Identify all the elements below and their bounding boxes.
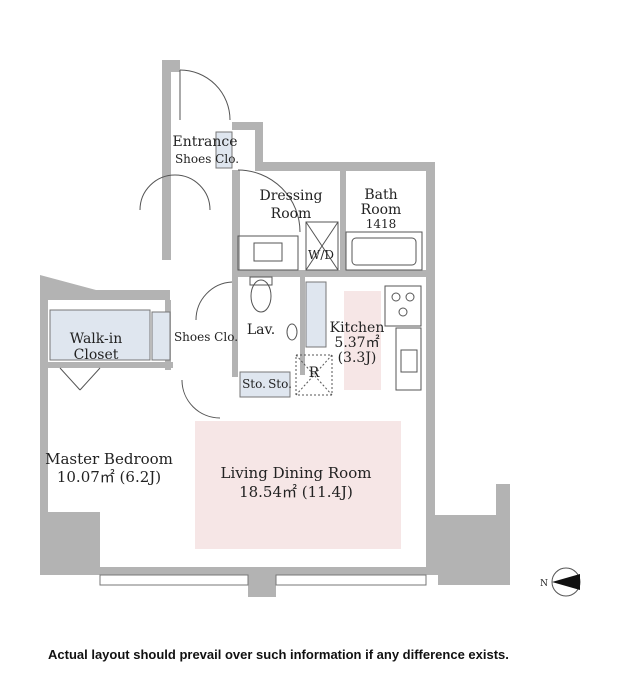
label-hall-shoes-closet: Shoes Clo. — [174, 330, 238, 344]
bedroom-window — [99, 574, 249, 586]
fridge-diag-2 — [295, 354, 333, 396]
ldk-door-swing — [181, 379, 221, 419]
entrance-door-swing — [179, 69, 231, 121]
label-kitchen-jo: (3.3J) — [338, 350, 377, 366]
burner-2 — [405, 292, 415, 302]
ldk-window — [275, 574, 427, 586]
bathtub — [345, 231, 423, 271]
burner-3 — [398, 307, 408, 317]
label-ldk-area: 18.54㎡ (11.4J) — [239, 483, 353, 501]
floor-plan: Entrance Shoes Clo. Dressing Room Bath R… — [40, 60, 581, 597]
toilet — [250, 279, 272, 313]
cooktop — [384, 285, 422, 327]
compass-needle-icon — [552, 574, 580, 590]
kitchen-sink — [400, 349, 418, 373]
compass-north-label: N — [540, 579, 548, 589]
dressing-door-swing — [237, 169, 301, 233]
wall-dressing-bath — [340, 170, 346, 275]
compass: N — [540, 567, 581, 597]
label-storage-1: Sto. — [242, 377, 266, 391]
walls — [40, 60, 510, 597]
wall-bottom — [40, 567, 438, 575]
wd-cross-2 — [305, 221, 339, 271]
wall-entrance-top — [162, 60, 180, 72]
label-kitchen: Kitchen — [330, 320, 385, 336]
label-storage-2: Sto. — [268, 377, 292, 391]
label-bath-room-1: Bath — [364, 187, 397, 203]
burner-1 — [391, 292, 401, 302]
wall-right-projection — [426, 484, 510, 585]
ldk-floor-highlight — [195, 421, 401, 549]
wall-top — [255, 162, 433, 171]
doors — [59, 69, 301, 419]
wall-bedroom-top — [48, 362, 173, 368]
wall-lav-left — [232, 277, 238, 377]
fixtures — [237, 221, 423, 396]
label-bath-size: 1418 — [366, 217, 397, 231]
storage-units — [239, 371, 291, 398]
vanity-basin — [253, 242, 283, 262]
wall-bottom-column — [248, 567, 276, 597]
disclaimer-text: Actual layout should prevail over such i… — [48, 647, 509, 662]
wall-dressing-left — [232, 170, 240, 275]
wall-mid-horizontal — [232, 270, 432, 277]
wall-bedroom-column — [40, 512, 100, 575]
fridge-diag-1 — [295, 354, 333, 396]
label-ldk: Living Dining Room — [221, 464, 372, 482]
wall-lav-right — [300, 277, 305, 375]
walk-in-closet-area — [49, 309, 151, 361]
label-master-bedroom-area: 10.07㎡ (6.2J) — [57, 468, 161, 486]
label-dressing-room-1: Dressing — [259, 188, 322, 204]
label-washer-dryer: W/D — [308, 248, 334, 262]
label-kitchen-area: 5.37㎡ — [334, 335, 379, 351]
label-refrigerator: R — [309, 365, 320, 381]
label-entrance-shoes-closet: Shoes Clo. — [175, 152, 239, 166]
toilet-tank — [249, 276, 273, 286]
label-lavatory: Lav. — [247, 322, 275, 338]
room-labels: Entrance Shoes Clo. Dressing Room Bath R… — [45, 134, 401, 501]
hall-door-swing-left — [139, 174, 176, 211]
wall-entrance-left — [162, 60, 171, 260]
dressing-vanity — [237, 235, 299, 271]
bathtub-inner — [351, 237, 417, 266]
label-walk-in-closet-2: Closet — [74, 347, 119, 363]
lav-sink — [286, 323, 298, 341]
windows — [99, 574, 427, 586]
entrance-shoe-closet — [215, 131, 233, 169]
kitchen-sink-counter — [395, 327, 422, 391]
label-entrance: Entrance — [172, 134, 237, 150]
walk-in-door-swing — [59, 367, 101, 391]
label-bath-room-2: Room — [361, 202, 402, 218]
wall-entrance-right — [255, 122, 263, 170]
label-dressing-room-2: Room — [271, 206, 312, 222]
hall-shoe-closet — [151, 311, 171, 361]
lav-door-swing — [195, 281, 233, 321]
label-walk-in-closet-1: Walk-in — [70, 331, 122, 347]
refrigerator-space — [295, 354, 333, 396]
kitchen-floor-highlight — [344, 291, 381, 390]
label-master-bedroom: Master Bedroom — [45, 450, 173, 468]
kitchen-pantry — [305, 281, 327, 348]
wall-right — [426, 162, 435, 512]
hall-door-swing-right — [174, 174, 211, 211]
wall-entrance-right-top — [232, 122, 258, 130]
washer-dryer-space — [305, 221, 339, 271]
